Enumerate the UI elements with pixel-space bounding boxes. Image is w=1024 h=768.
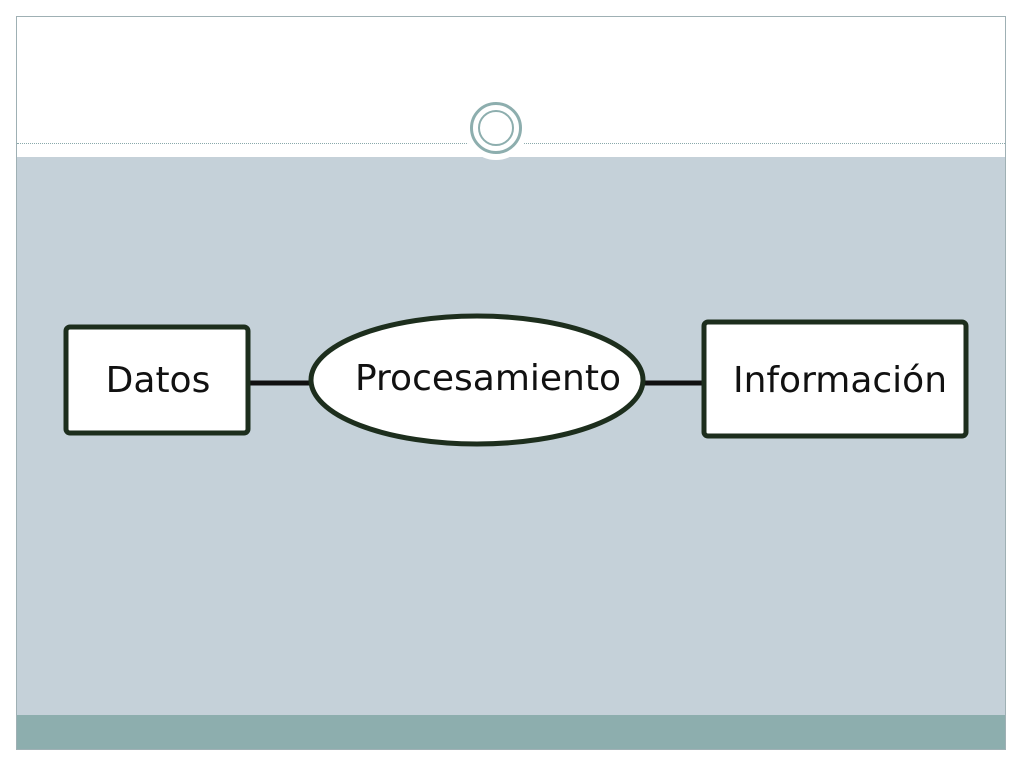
footer-band [17, 715, 1005, 749]
node-procesamiento-ellipse [308, 313, 646, 447]
ornament-outer-ring [470, 102, 522, 154]
node-informacion-box [701, 319, 969, 439]
node-informacion-label: Información [733, 360, 947, 401]
node-procesamiento-label: Procesamiento [355, 358, 621, 399]
ornament-inner-ring [478, 110, 514, 146]
node-datos: Datos [63, 324, 251, 436]
node-procesamiento: Procesamiento [308, 313, 646, 447]
circle-ornament-icon [464, 96, 528, 160]
node-datos-label: Datos [106, 360, 211, 401]
node-informacion: Información [701, 319, 969, 439]
node-datos-box [63, 324, 251, 436]
